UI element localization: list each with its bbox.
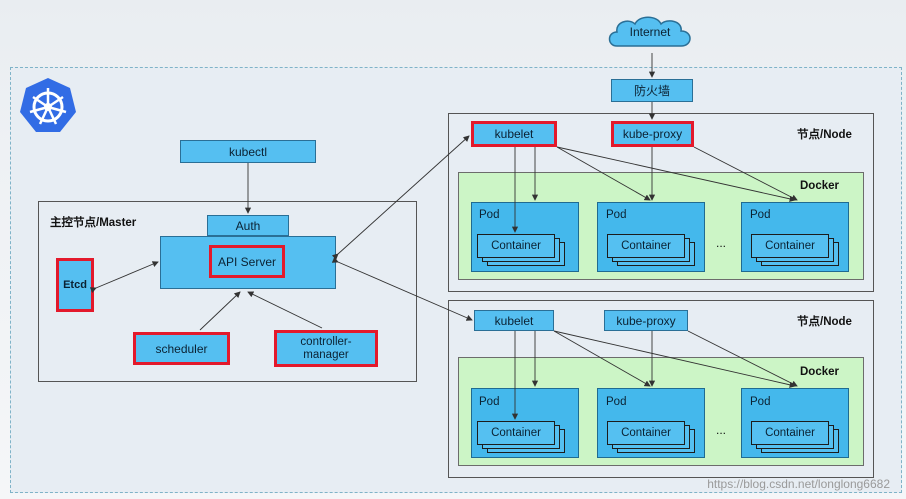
- container-box: Container: [477, 421, 555, 445]
- kube-proxy-box-2: kube-proxy: [604, 310, 688, 331]
- kubelet-box-1: kubelet: [471, 121, 557, 147]
- firewall-box: 防火墙: [611, 79, 693, 102]
- pod-label: Pod: [606, 209, 627, 221]
- kubernetes-logo-icon: [18, 76, 78, 136]
- container-box: Container: [607, 234, 685, 258]
- container-box: Container: [607, 421, 685, 445]
- kubectl-box: kubectl: [180, 140, 316, 163]
- watermark: https://blog.csdn.net/longlong6682: [707, 477, 890, 491]
- pod-ellipsis: ...: [716, 236, 727, 250]
- container-box: Container: [751, 234, 829, 258]
- pod-ellipsis: ...: [716, 423, 727, 437]
- container-box: Container: [751, 421, 829, 445]
- api-server-box: API Server: [209, 245, 285, 278]
- node-title-1: 节点/Node: [797, 129, 852, 141]
- controller-manager-box: controller- manager: [274, 330, 378, 367]
- node-title-2: 节点/Node: [797, 316, 852, 328]
- etcd-box: Etcd: [56, 258, 94, 312]
- internet-label: Internet: [629, 25, 671, 39]
- pod-label: Pod: [479, 396, 500, 408]
- docker-title-2: Docker: [800, 366, 839, 378]
- internet-cloud-icon: Internet: [603, 12, 697, 56]
- scheduler-box: scheduler: [133, 332, 230, 365]
- auth-box: Auth: [207, 215, 289, 236]
- container-box: Container: [477, 234, 555, 258]
- pod-label: Pod: [606, 396, 627, 408]
- kube-proxy-box-1: kube-proxy: [611, 121, 694, 147]
- docker-title-1: Docker: [800, 180, 839, 192]
- kubelet-box-2: kubelet: [474, 310, 554, 331]
- pod-label: Pod: [479, 209, 500, 221]
- master-title: 主控节点/Master: [50, 217, 137, 229]
- pod-label: Pod: [750, 209, 771, 221]
- pod-label: Pod: [750, 396, 771, 408]
